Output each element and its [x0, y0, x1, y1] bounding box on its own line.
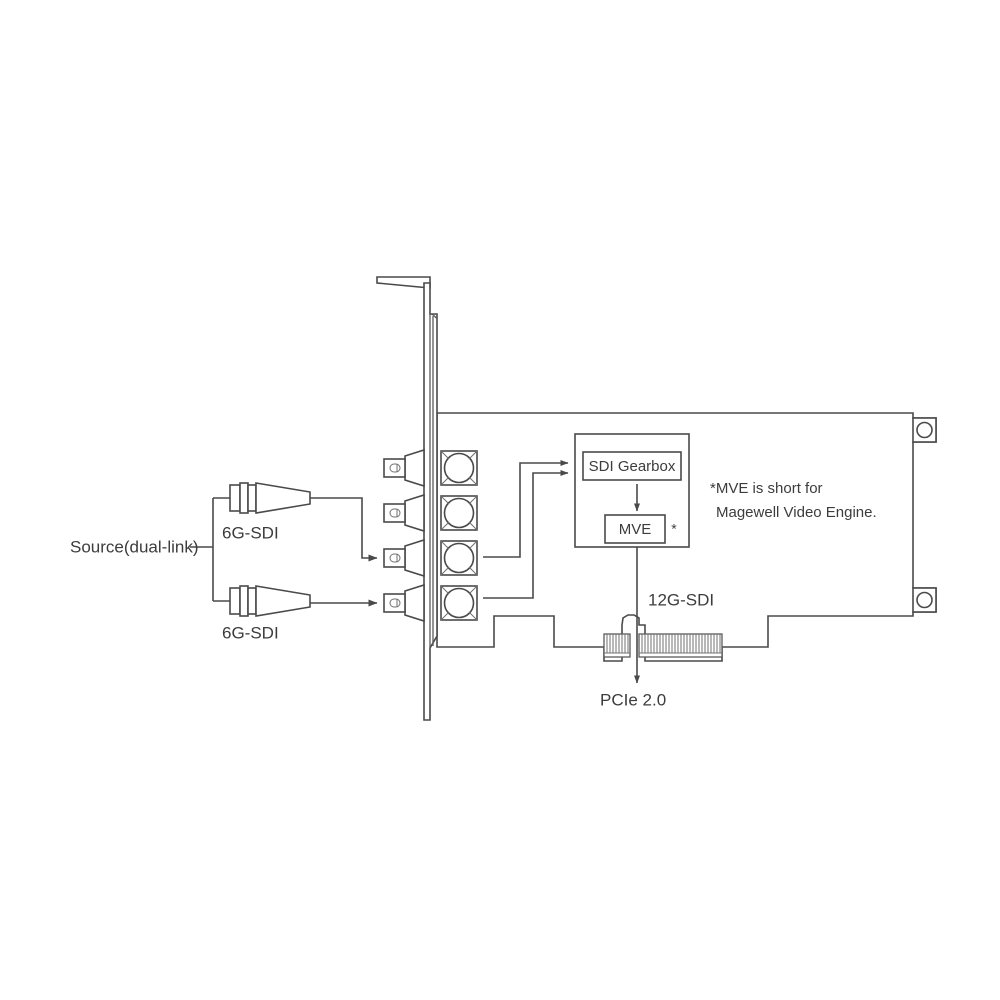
bnc-jack-2	[383, 493, 425, 533]
pcie-bus-label: PCIe 2.0	[600, 690, 666, 709]
mve-box: MVE	[604, 514, 666, 544]
cable-1-label: 6G-SDI	[222, 523, 279, 542]
bnc-port-2	[440, 495, 478, 531]
sdi-gearbox-label: SDI Gearbox	[589, 458, 676, 475]
pcie-edge-connector	[603, 633, 723, 658]
source-label: Source(dual-link)	[70, 537, 199, 556]
sdi-gearbox-box: SDI Gearbox	[582, 451, 682, 481]
internal-link-label: 12G-SDI	[648, 590, 714, 609]
sdi-cable-plug-1	[229, 482, 311, 514]
mve-label: MVE	[619, 521, 652, 538]
bnc-port-3	[440, 540, 478, 576]
processing-chip-block: SDI Gearbox MVE *	[574, 433, 690, 548]
mounting-hole-bottom	[912, 587, 937, 613]
mve-note-line-1: *MVE is short for	[710, 480, 823, 497]
trace-port3-to-chip	[483, 460, 569, 558]
trace-port4-to-chip	[483, 470, 569, 599]
source-branch-wiring	[190, 497, 230, 602]
cable-2-label: 6G-SDI	[222, 623, 279, 642]
mve-footnote-asterisk: *	[671, 521, 677, 537]
pci-bracket	[376, 276, 438, 721]
cable-to-port3-route	[310, 497, 378, 562]
bnc-jack-1	[383, 448, 425, 488]
mve-note-line-2: Magewell Video Engine.	[716, 504, 877, 521]
bnc-jack-3	[383, 538, 425, 578]
bnc-port-4	[440, 585, 478, 621]
sdi-cable-plug-2	[229, 585, 311, 617]
bnc-jack-4	[383, 583, 425, 623]
bnc-port-1	[440, 450, 478, 486]
mounting-hole-top	[912, 417, 937, 443]
